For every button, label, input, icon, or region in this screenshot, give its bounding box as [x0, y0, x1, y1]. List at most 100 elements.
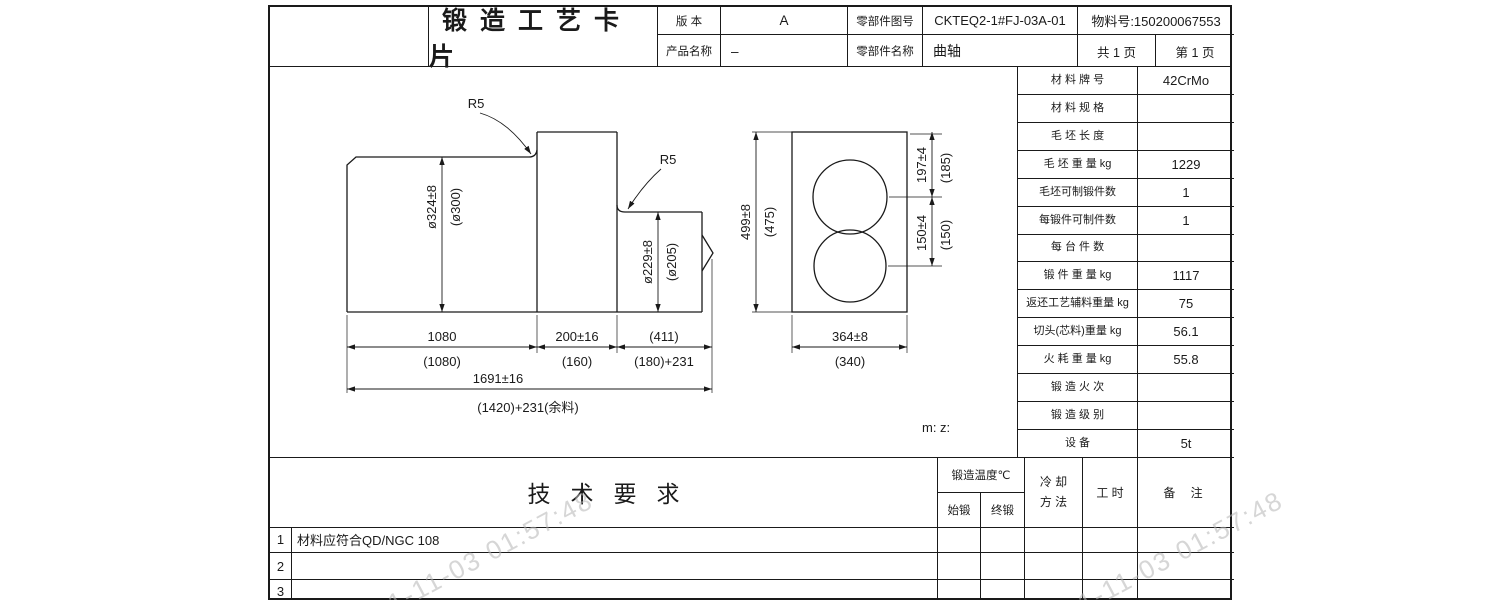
req-row-number: 2: [270, 553, 292, 580]
row-value: 1117: [1172, 268, 1200, 284]
dia-small-ref: (ø205): [664, 243, 679, 281]
table-row: 每 台 件 数: [1018, 234, 1234, 263]
product-name-label: 产品名称: [657, 35, 720, 67]
finish-forge-label: 终锻: [991, 504, 1014, 517]
cooling-line2: 方 法: [1039, 495, 1068, 510]
material-properties-table: 材 料 牌 号 42CrMo 材 料 规 格 毛 坯 长 度 毛 坯 重 量 kg…: [1017, 67, 1234, 457]
req-row: 1 材料应符合QD/NGC 108: [270, 527, 1234, 554]
card-header: 锻造工艺卡片 版 本 A 零部件图号 CKTEQ2-1#FJ-03A-01 物料…: [270, 7, 1234, 71]
cooling-method-label: 冷 却 方 法: [1024, 458, 1082, 527]
fillet-leader-left: [479, 112, 532, 155]
tech-req-header-band: 技术要求 锻造温度℃ 始锻 终锻 冷 却 方 法 工 时 备 注: [270, 458, 1234, 528]
cooling-line1: 冷 却: [1039, 474, 1068, 489]
row-label: 每 台 件 数: [1018, 234, 1138, 262]
row-value: 1229: [1171, 156, 1201, 172]
part-no-label: 零部件图号: [847, 7, 922, 35]
technical-requirements-section: 技术要求 锻造温度℃ 始锻 终锻 冷 却 方 法 工 时 备 注 1 材料应符合…: [270, 457, 1234, 600]
row-label: 切头(芯料)重量 kg: [1018, 318, 1138, 346]
req-row: 2: [270, 553, 1234, 581]
req-row: 3: [270, 580, 1234, 600]
end-view-outline: [791, 131, 908, 313]
table-row: 毛 坯 重 量 kg 1229: [1018, 150, 1234, 179]
req-row-text: [292, 553, 937, 579]
dia-large-ref: (ø300): [448, 188, 463, 226]
fillet-leader-right: [627, 168, 662, 210]
row-label: 返还工艺辅料重量 kg: [1018, 290, 1138, 318]
row-value: [1138, 402, 1234, 429]
row-value: 55.8: [1173, 352, 1199, 368]
version-label: 版 本: [657, 7, 720, 35]
table-row: 锻 件 重 量 kg 1117: [1018, 262, 1234, 291]
version-value: A: [720, 7, 847, 35]
card-title: 锻造工艺卡片: [428, 7, 657, 71]
row-value: [1138, 123, 1234, 150]
end-mid-ref: (150): [938, 220, 953, 250]
table-row: 锻 造 级 别: [1018, 402, 1234, 430]
req-row-text: 材料应符合QD/NGC 108: [297, 533, 440, 549]
row-value: 5t: [1180, 435, 1192, 451]
table-row: 锻 造 火 次: [1018, 374, 1234, 403]
page-number: 第 1 页: [1155, 35, 1234, 67]
process-card-sheet: 锻造工艺卡片 版 本 A 零部件图号 CKTEQ2-1#FJ-03A-01 物料…: [268, 5, 1234, 600]
row-label: 设 备: [1018, 429, 1138, 457]
row-label: 材 料 规 格: [1018, 94, 1138, 122]
extension-lines: [346, 131, 942, 393]
len-seg2: 200±16: [555, 329, 598, 344]
len-seg3-ref: (180)+231: [634, 354, 694, 369]
len-total: 1691±16: [473, 371, 524, 386]
end-height-ref: (475): [762, 207, 777, 237]
end-top-ref: (185): [938, 153, 953, 183]
forging-temperature-column: 锻造温度℃ 始锻 终锻: [937, 458, 1024, 527]
end-view: [791, 131, 908, 313]
drawing-note: m: z:: [922, 420, 950, 435]
tech-req-title: 技术要求: [527, 481, 700, 508]
dimension-labels: R5 R5 ø324±8 (ø300) ø229±8 (ø205) 1080 (…: [423, 96, 953, 435]
row-label: 毛 坯 重 量 kg: [1018, 150, 1138, 178]
table-row: 毛 坯 长 度: [1018, 122, 1234, 151]
row-label: 材 料 牌 号: [1018, 67, 1138, 94]
shaft-profile: [346, 131, 714, 313]
row-label: 每锻件可制件数: [1018, 206, 1138, 234]
row-label: 毛坯可制锻件数: [1018, 178, 1138, 206]
table-row: 材 料 规 格: [1018, 94, 1234, 123]
table-row: 设 备 5t: [1018, 429, 1234, 457]
row-value: [1138, 374, 1234, 401]
remarks-label: 备 注: [1137, 458, 1234, 527]
row-value: 56.1: [1173, 324, 1199, 340]
row-value: [1138, 95, 1234, 122]
table-row: 切头(芯料)重量 kg 56.1: [1018, 318, 1234, 347]
fillet-label-left: R5: [468, 96, 485, 111]
table-row: 材 料 牌 号 42CrMo: [1018, 67, 1234, 95]
total-pages: 共 1 页: [1077, 35, 1155, 67]
end-width-ref: (340): [835, 354, 865, 369]
len-seg1-ref: (1080): [423, 354, 461, 369]
end-height: 499±8: [738, 204, 753, 240]
len-seg1: 1080: [428, 329, 457, 344]
req-row-number: 3: [270, 580, 292, 600]
end-mid-dim: 150±4: [914, 215, 929, 251]
req-row-number: 1: [270, 527, 292, 553]
fillet-label-right: R5: [660, 152, 677, 167]
work-hours-label: 工 时: [1082, 458, 1137, 527]
end-top-dim: 197±4: [914, 147, 929, 183]
row-label: 毛 坯 长 度: [1018, 122, 1138, 150]
row-label: 锻 造 火 次: [1018, 374, 1138, 402]
row-value: 42CrMo: [1162, 72, 1210, 88]
sheared-end-tip: [701, 234, 714, 272]
row-label: 锻 件 重 量 kg: [1018, 262, 1138, 290]
dimension-lines: [347, 112, 935, 392]
crank-journal-bottom: [813, 229, 887, 303]
end-width: 364±8: [832, 329, 868, 344]
crankshaft-technical-drawing: R5 R5 ø324±8 (ø300) ø229±8 (ø205) 1080 (…: [346, 96, 953, 435]
part-name-label: 零部件名称: [847, 35, 922, 67]
len-seg3: (411): [649, 329, 678, 344]
row-value: 1: [1182, 184, 1190, 200]
dia-large-label: ø324±8: [424, 185, 439, 229]
table-row: 毛坯可制锻件数 1: [1018, 178, 1234, 207]
row-label: 锻 造 级 别: [1018, 402, 1138, 429]
product-name-value: –: [720, 35, 847, 67]
crank-journal-top: [812, 159, 888, 235]
start-forge-label: 始锻: [938, 493, 981, 527]
